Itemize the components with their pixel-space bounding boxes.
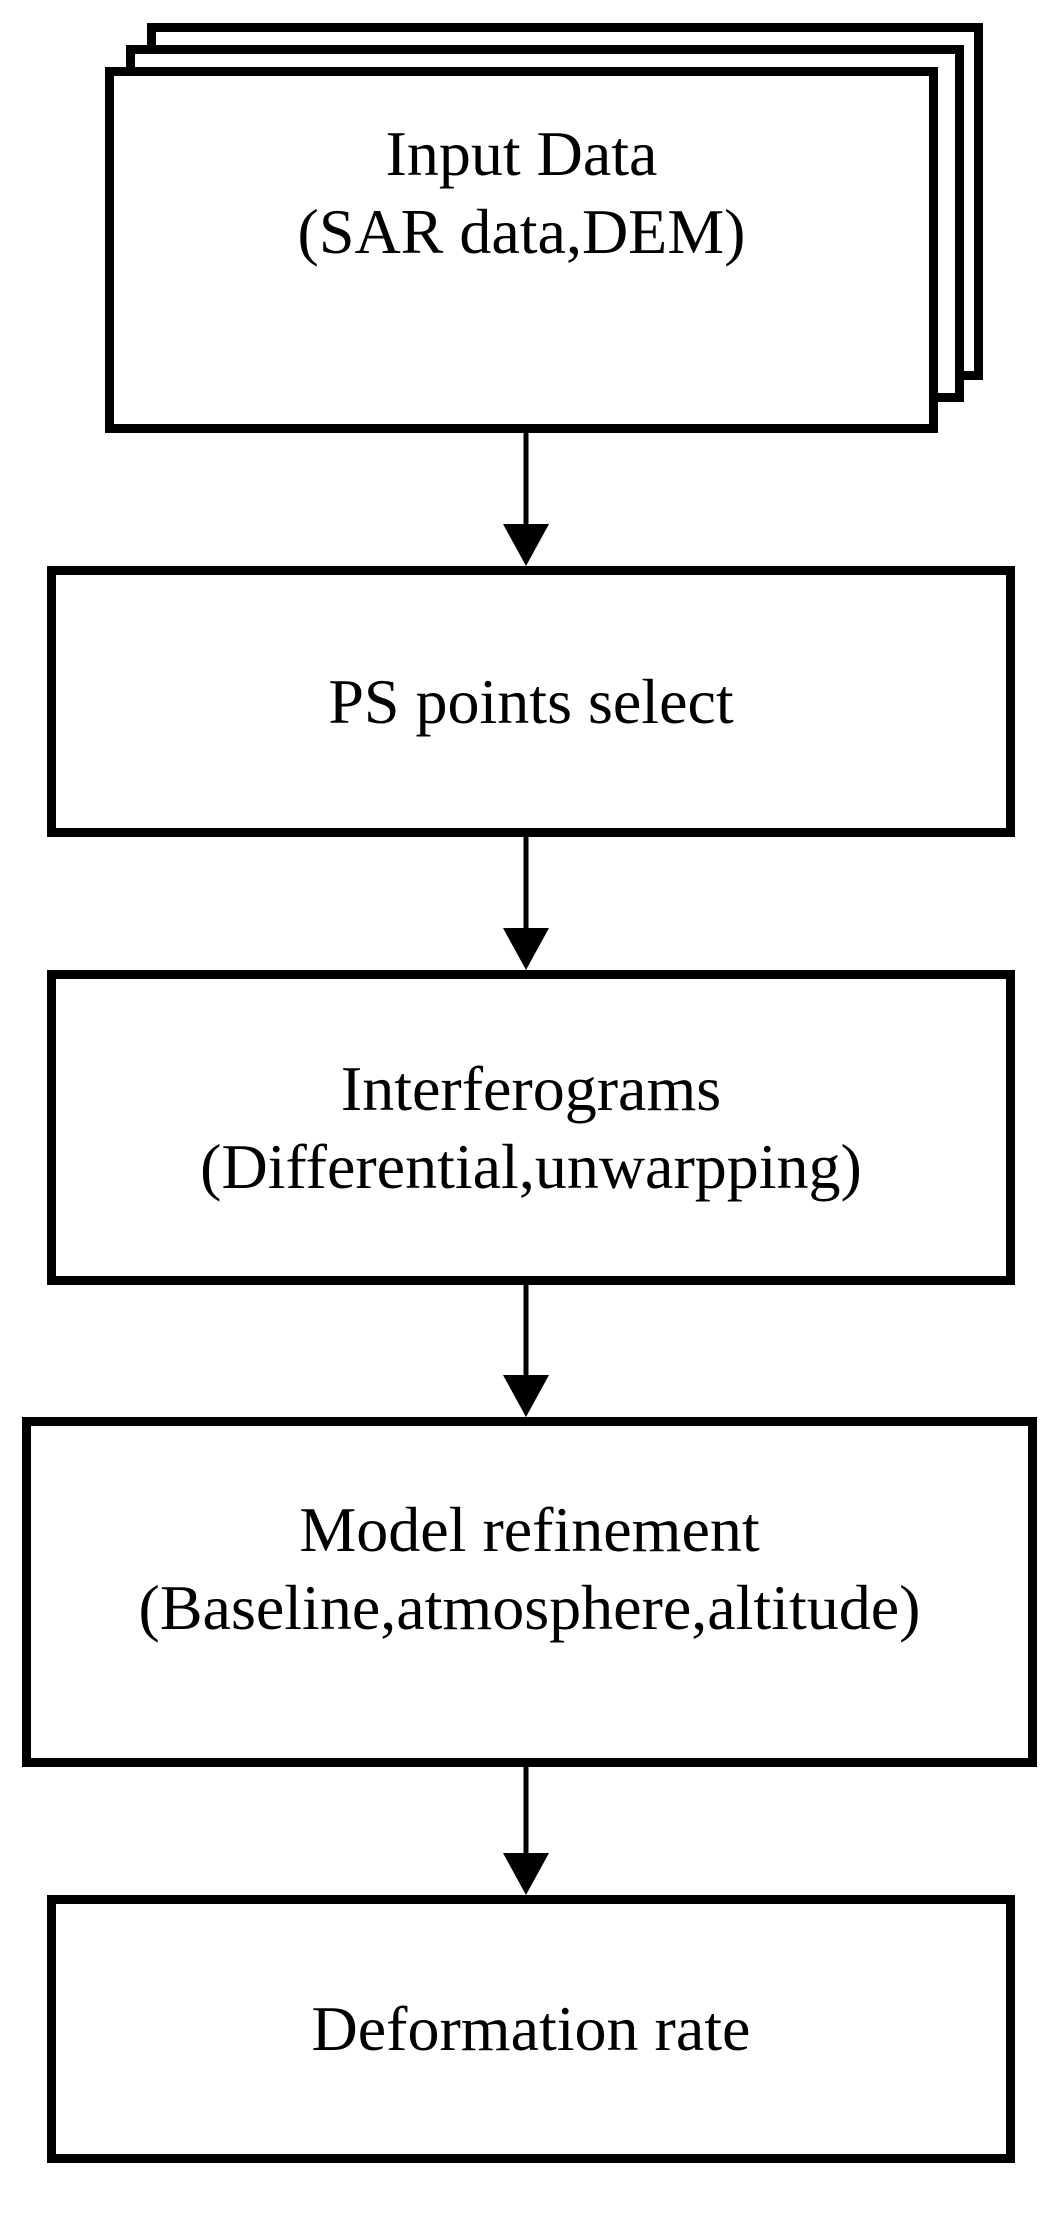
node-interferograms: Interferograms (Differential,unwarpping) xyxy=(47,970,1015,1285)
node-interferograms-label: Interferograms xyxy=(340,1052,722,1124)
flow-arrow-down-2 xyxy=(503,837,549,970)
flow-arrow-down-4 xyxy=(503,1767,549,1895)
node-input-data-sublabel: (SAR data,DEM) xyxy=(297,195,746,267)
node-deformation-rate: Deformation rate xyxy=(47,1895,1015,2163)
node-model-refinement: Model refinement (Baseline,atmosphere,al… xyxy=(22,1417,1037,1767)
node-input-data: Input Data (SAR data,DEM) xyxy=(105,67,938,433)
node-deformation-rate-label: Deformation rate xyxy=(311,1993,751,2064)
node-model-refinement-sublabel: (Baseline,atmosphere,altitude) xyxy=(138,1572,921,1643)
node-input-data-label: Input Data xyxy=(385,117,658,189)
node-ps-points-select: PS points select xyxy=(47,566,1015,837)
flow-arrow-down-1 xyxy=(503,433,549,566)
node-model-refinement-label: Model refinement xyxy=(299,1494,760,1565)
node-interferograms-sublabel: (Differential,unwarpping) xyxy=(200,1130,862,1202)
node-ps-points-select-label: PS points select xyxy=(328,665,734,737)
flow-arrow-down-3 xyxy=(503,1285,549,1417)
